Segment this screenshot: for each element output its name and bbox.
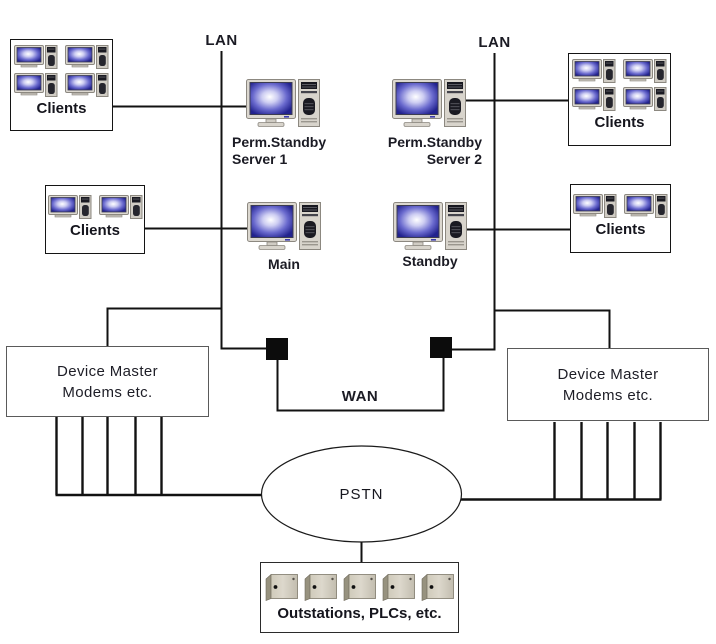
client-pc-icons	[569, 59, 670, 112]
outstation-icon	[265, 572, 299, 601]
client-pc-icon	[99, 195, 143, 220]
clients-label: Clients	[69, 222, 120, 239]
perm-standby-server-1-label: Perm.Standby Server 1	[232, 134, 362, 168]
device-master-right-line2: Modems etc.	[562, 386, 654, 404]
wan-link-line	[276, 357, 445, 412]
clients-label: Clients	[36, 100, 87, 117]
branch-device-master-right	[494, 309, 611, 349]
client-pc-icon	[65, 45, 109, 70]
clients-box-top-right: Clients	[568, 53, 671, 146]
main-server-label: Main	[268, 256, 300, 272]
device-master-right-line1: Device Master	[557, 365, 659, 383]
clients-box-mid-left: Clients	[45, 185, 145, 254]
lan-left-line	[220, 51, 266, 350]
client-pc-icon	[624, 194, 668, 219]
clients-label: Clients	[594, 114, 645, 131]
outstations-box: Outstations, PLCs, etc.	[260, 562, 459, 633]
modem-lines-right	[553, 422, 662, 500]
branch-device-master-left	[106, 307, 222, 347]
wan-node-left	[266, 338, 288, 360]
standby-server-label: Standby	[402, 253, 458, 269]
wan-node-right	[430, 337, 452, 358]
outstations-label: Outstations, PLCs, etc.	[277, 605, 442, 622]
device-master-left-line1: Device Master	[56, 362, 159, 380]
client-pc-icon	[572, 59, 616, 84]
outstation-icon	[421, 572, 455, 601]
clients-label: Clients	[595, 221, 646, 238]
server-pc-icon-perm-standby-1	[246, 79, 320, 127]
client-pc-icon	[572, 87, 616, 112]
client-pc-icons	[571, 194, 670, 219]
outstation-icon	[382, 572, 416, 601]
server-pc-icon-perm-standby-2	[392, 79, 466, 127]
client-pc-icon	[48, 195, 92, 220]
perm-standby-server-2-line2: Server 2	[426, 151, 482, 167]
outstation-icon	[304, 572, 338, 601]
server-pc-icon-standby	[393, 202, 467, 250]
lan-label-right: LAN	[478, 34, 511, 51]
device-master-box-left: Device Master Modems etc.	[6, 346, 209, 417]
wan-label: WAN	[341, 388, 379, 405]
perm-standby-server-2-line1: Perm.Standby	[387, 134, 482, 150]
lan-right-line	[452, 53, 496, 351]
clients-box-top-left: Clients	[10, 39, 113, 131]
perm-standby-server-1-line2: Server 1	[232, 151, 288, 167]
outstation-icon	[343, 572, 377, 601]
modem-lines-left	[55, 417, 163, 495]
client-pc-icon	[623, 87, 667, 112]
client-pc-icons	[46, 195, 144, 220]
pstn-label: PSTN	[339, 486, 384, 503]
client-pc-icon	[573, 194, 617, 219]
outstation-icons	[265, 572, 455, 601]
device-master-left-line2: Modems etc.	[62, 383, 153, 401]
lan-label-left: LAN	[205, 32, 238, 49]
clients-box-mid-right: Clients	[570, 184, 671, 253]
client-pc-icon	[14, 45, 58, 70]
client-pc-icons	[11, 45, 112, 98]
client-pc-icon	[65, 73, 109, 98]
perm-standby-server-1-line1: Perm.Standby	[232, 134, 327, 150]
perm-standby-server-2-label: Perm.Standby Server 2	[356, 134, 482, 168]
device-master-box-right: Device Master Modems etc.	[507, 348, 709, 421]
client-pc-icon	[14, 73, 58, 98]
client-pc-icon	[623, 59, 667, 84]
server-pc-icon-main	[247, 202, 321, 250]
